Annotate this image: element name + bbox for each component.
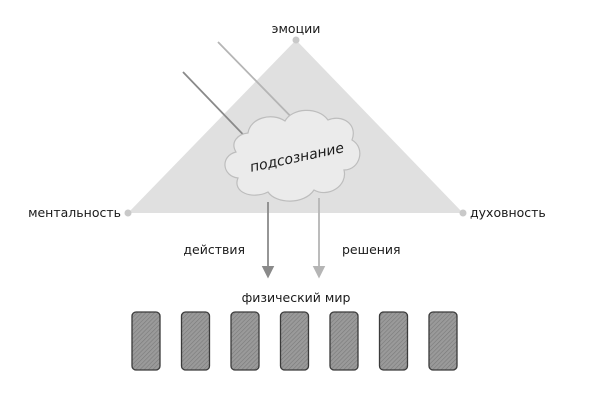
vertex-dot-right xyxy=(459,209,467,217)
label-actions: действия xyxy=(183,242,245,257)
vertex-dot-top xyxy=(292,36,300,44)
world-block xyxy=(428,311,458,371)
physical-world-blocks xyxy=(131,311,458,371)
label-decisions: решения xyxy=(342,242,401,257)
world-block xyxy=(279,311,310,371)
label-physical-world: физический мир xyxy=(242,290,351,305)
world-block xyxy=(230,311,260,371)
label-spirituality: духовность xyxy=(470,205,546,220)
subconscious-cloud xyxy=(224,109,361,202)
label-emotions: эмоции xyxy=(272,21,321,36)
world-block xyxy=(180,311,211,371)
world-block xyxy=(378,311,409,371)
world-block xyxy=(329,311,359,371)
world-block xyxy=(131,311,161,371)
vertex-dot-left xyxy=(124,209,132,217)
label-mentality: ментальность xyxy=(28,205,121,220)
